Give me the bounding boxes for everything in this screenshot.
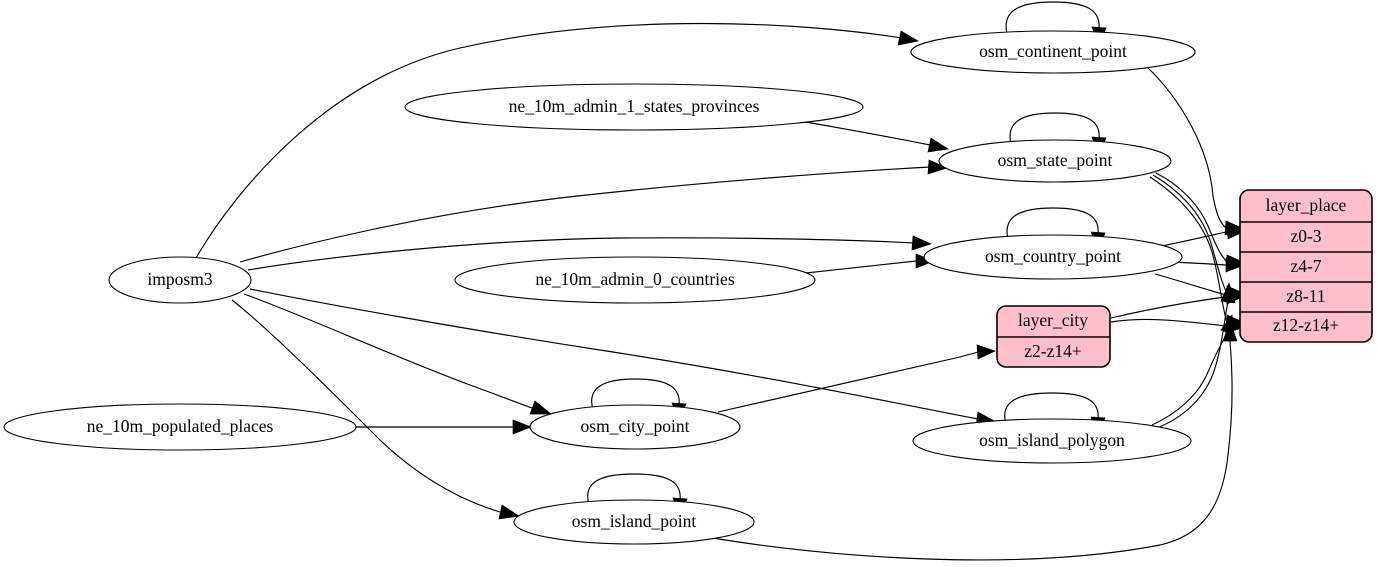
edge-imposm3-to-osm-city-point: [243, 293, 552, 415]
node-label-ne-10m-populated-places: ne_10m_populated_places: [87, 416, 274, 436]
node-osm-city-point[interactable]: osm_city_point: [529, 404, 741, 450]
edge-ne-admin1-to-osm-state-point: [799, 120, 949, 153]
edge-osm-city-point-to-layer-city: [717, 344, 996, 413]
node-label-ne-10m-admin-1-states-provinces: ne_10m_admin_1_states_provinces: [509, 96, 760, 116]
node-osm-continent-point[interactable]: osm_continent_point: [910, 30, 1196, 74]
layer-place-background: [1239, 189, 1373, 343]
record-node-layer-place[interactable]: layer_place z0-3 z4-7 z8-11 z12-z14+: [1239, 189, 1373, 343]
layer-place-row-z8-11[interactable]: z8-11: [1286, 286, 1325, 306]
node-label-osm-island-polygon: osm_island_polygon: [979, 430, 1125, 450]
edge-imposm3-to-osm-continent-point: [195, 22, 919, 259]
layer-city-row-z2-z14plus[interactable]: z2-z14+: [1024, 341, 1082, 361]
node-label-osm-city-point: osm_city_point: [581, 416, 690, 436]
layer-place-row-z12-z14plus[interactable]: z12-z14+: [1273, 315, 1339, 335]
record-layer: layer_place z0-3 z4-7 z8-11 z12-z14+ lay…: [996, 189, 1373, 368]
edge-osm-island-point-to-layer-place-z12: [706, 320, 1238, 561]
node-osm-island-polygon[interactable]: osm_island_polygon: [912, 418, 1192, 464]
node-label-osm-country-point: osm_country_point: [985, 246, 1121, 266]
node-osm-country-point[interactable]: osm_country_point: [923, 234, 1183, 280]
node-layer: imposm3 ne_10m_populated_places ne_10m_a…: [3, 30, 1196, 545]
node-label-osm-island-point: osm_island_point: [572, 511, 697, 531]
layer-city-title: layer_city: [1018, 310, 1088, 330]
edge-osm-country-point-to-layer-place-z0-3: [1161, 224, 1246, 247]
node-osm-island-point[interactable]: osm_island_point: [513, 499, 755, 545]
edge-imposm3-to-osm-island-point: [231, 299, 520, 520]
node-label-osm-state-point: osm_state_point: [998, 150, 1113, 170]
node-ne-10m-admin-1-states-provinces[interactable]: ne_10m_admin_1_states_provinces: [404, 83, 864, 131]
edge-ne-admin0-to-osm-country-point: [804, 253, 935, 274]
edge-imposm3-to-osm-state-point: [239, 159, 948, 263]
node-label-imposm3: imposm3: [147, 269, 212, 289]
layer-place-title: layer_place: [1266, 195, 1347, 215]
layer-place-row-z4-7[interactable]: z4-7: [1290, 256, 1321, 276]
node-ne-10m-populated-places[interactable]: ne_10m_populated_places: [3, 403, 357, 451]
edge-imposm3-to-osm-country-point: [247, 235, 932, 271]
node-label-ne-10m-admin-0-countries: ne_10m_admin_0_countries: [535, 269, 734, 289]
node-imposm3[interactable]: imposm3: [108, 256, 252, 304]
node-ne-10m-admin-0-countries[interactable]: ne_10m_admin_0_countries: [454, 256, 816, 304]
edge-ne-populated-to-osm-city-point: [356, 419, 532, 435]
layer-place-row-z0-3[interactable]: z0-3: [1290, 226, 1321, 246]
record-node-layer-city[interactable]: layer_city z2-z14+: [996, 305, 1111, 368]
edge-osm-continent-point-to-layer-place-z0-3: [1145, 65, 1245, 236]
node-label-osm-continent-point: osm_continent_point: [979, 41, 1127, 61]
node-osm-state-point[interactable]: osm_state_point: [938, 139, 1172, 183]
edge-osm-island-polygon-to-layer-place-z8-11: [1156, 281, 1236, 429]
edge-osm-island-polygon-to-layer-place-z12: [1151, 314, 1235, 426]
